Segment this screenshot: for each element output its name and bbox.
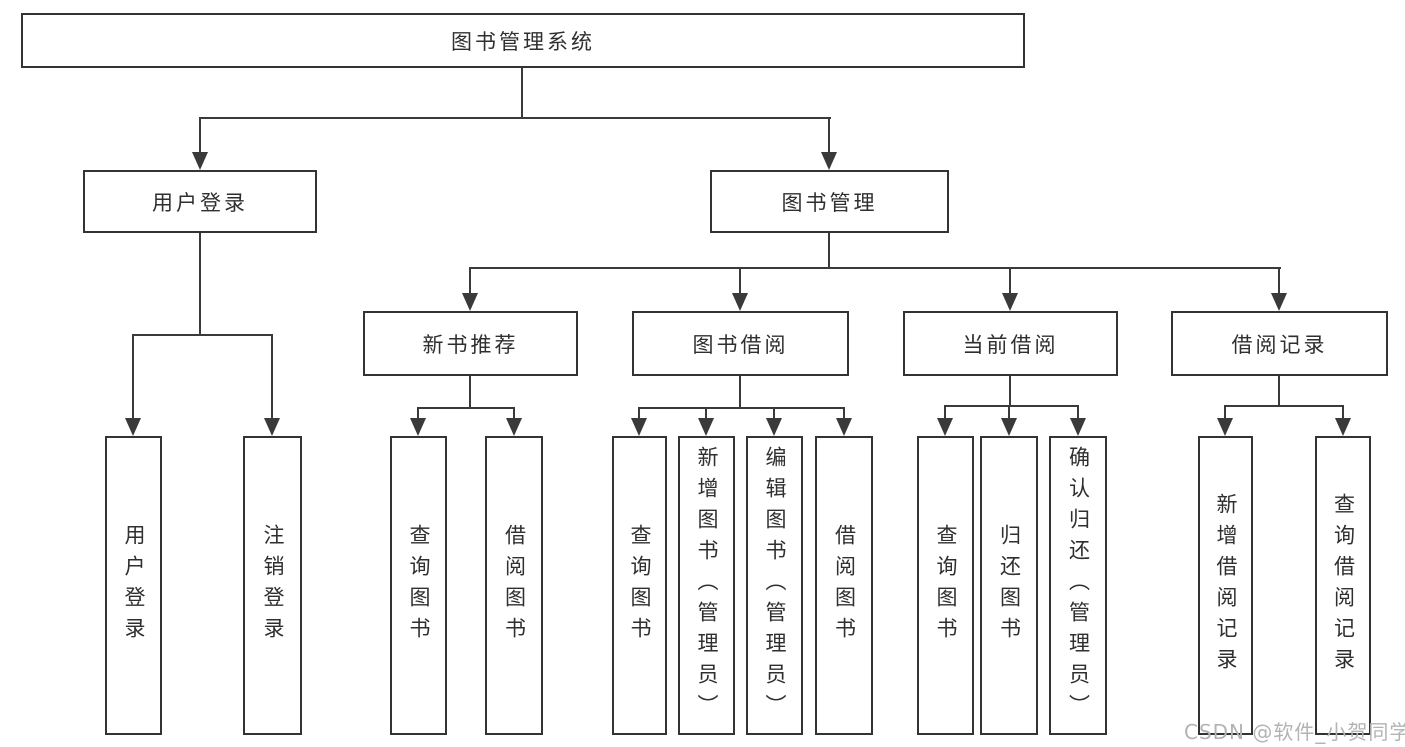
arrowhead-down-icon <box>631 418 647 436</box>
node-leaf-logout: 注销登录 <box>243 436 302 735</box>
node-leaf-add-borrow-record: 新增借阅记录 <box>1198 436 1253 735</box>
connector-line <box>521 68 523 118</box>
connector-line <box>469 376 471 408</box>
node-leaf-borrow-book-recommend: 借阅图书 <box>485 436 543 735</box>
node-label: 注销登录 <box>261 523 285 648</box>
arrowhead-down-icon <box>264 418 280 436</box>
node-label: 归还图书 <box>997 523 1022 648</box>
watermark: CSDN @软件_小贺同学 <box>1184 720 1405 744</box>
node-label: 借阅图书 <box>502 523 527 648</box>
node-label: 新书推荐 <box>422 332 519 357</box>
node-leaf-query-borrow-record: 查询借阅记录 <box>1315 436 1371 735</box>
node-label: 借阅记录 <box>1231 332 1328 357</box>
connector-line <box>828 117 830 152</box>
connector-line <box>944 405 946 418</box>
node-label: 用户登录 <box>152 190 248 215</box>
arrowhead-down-icon <box>1070 418 1086 436</box>
connector-line <box>638 407 845 409</box>
arrowhead-down-icon <box>410 418 426 436</box>
arrowhead-down-icon <box>462 293 478 311</box>
node-label: 确认归还（管理员） <box>1066 446 1091 725</box>
node-label: 当前借阅 <box>962 332 1059 357</box>
node-new-book-recommend: 新书推荐 <box>363 311 578 376</box>
arrowhead-down-icon <box>698 418 714 436</box>
node-root: 图书管理系统 <box>21 13 1025 68</box>
connector-line <box>469 267 1281 269</box>
arrowhead-down-icon <box>125 418 141 436</box>
node-leaf-edit-book-admin: 编辑图书（管理员） <box>746 436 803 735</box>
node-label: 查询借阅记录 <box>1331 492 1356 679</box>
arrowhead-down-icon <box>1335 418 1351 436</box>
node-label: 查询图书 <box>407 523 431 648</box>
node-label: 图书借阅 <box>692 332 789 357</box>
node-label: 图书管理 <box>781 190 878 215</box>
node-borrow-records: 借阅记录 <box>1171 311 1388 376</box>
node-label: 查询图书 <box>628 523 652 648</box>
node-root-label: 图书管理系统 <box>451 29 595 54</box>
connector-line <box>773 407 775 418</box>
node-label: 新增借阅记录 <box>1214 492 1238 679</box>
connector-line <box>417 407 515 409</box>
node-label: 查询图书 <box>934 523 958 648</box>
connector-line <box>705 407 707 418</box>
node-book-management: 图书管理 <box>710 170 949 233</box>
connector-line <box>638 407 640 418</box>
arrowhead-down-icon <box>1217 418 1233 436</box>
node-current-borrow: 当前借阅 <box>903 311 1118 376</box>
connector-line <box>417 407 419 418</box>
node-book-borrow: 图书借阅 <box>632 311 849 376</box>
arrowhead-down-icon <box>1271 293 1287 311</box>
connector-line <box>1224 405 1226 418</box>
arrowhead-down-icon <box>821 152 837 170</box>
connector-line <box>271 334 273 418</box>
node-label: 新增图书（管理员） <box>695 446 719 725</box>
node-label: 编辑图书（管理员） <box>763 446 787 725</box>
arrowhead-down-icon <box>506 418 522 436</box>
node-leaf-return-book: 归还图书 <box>980 436 1038 735</box>
arrowhead-down-icon <box>192 152 208 170</box>
node-label: 借阅图书 <box>832 523 857 648</box>
node-user-login-group: 用户登录 <box>83 170 317 233</box>
connector-line <box>944 405 1079 407</box>
connector-line <box>1009 267 1011 293</box>
arrowhead-down-icon <box>732 293 748 311</box>
connector-line <box>132 334 273 336</box>
arrowhead-down-icon <box>766 418 782 436</box>
node-leaf-borrow-book: 借阅图书 <box>815 436 873 735</box>
connector-line <box>843 407 845 418</box>
connector-line <box>1224 405 1344 407</box>
arrowhead-down-icon <box>1002 293 1018 311</box>
connector-line <box>199 117 831 119</box>
connector-line <box>469 267 471 293</box>
arrowhead-down-icon <box>937 418 953 436</box>
connector-line <box>739 376 741 408</box>
node-leaf-confirm-return-admin: 确认归还（管理员） <box>1049 436 1107 735</box>
connector-line <box>1008 405 1010 418</box>
connector-line <box>199 233 201 335</box>
node-leaf-query-book-recommend: 查询图书 <box>390 436 447 735</box>
connector-line <box>199 117 201 152</box>
connector-line <box>828 233 830 268</box>
connector-line <box>739 267 741 293</box>
arrowhead-down-icon <box>1001 418 1017 436</box>
node-leaf-query-book-current: 查询图书 <box>917 436 974 735</box>
connector-line <box>132 334 134 418</box>
arrowhead-down-icon <box>836 418 852 436</box>
connector-line <box>1077 405 1079 418</box>
node-leaf-add-book-admin: 新增图书（管理员） <box>678 436 735 735</box>
connector-line <box>1342 405 1344 418</box>
node-leaf-user-login: 用户登录 <box>105 436 162 735</box>
node-label: 用户登录 <box>122 523 146 648</box>
connector-line <box>1278 267 1280 293</box>
node-leaf-query-book-borrow: 查询图书 <box>612 436 667 735</box>
connector-line <box>513 407 515 418</box>
connector-line <box>1009 376 1011 406</box>
connector-line <box>1278 376 1280 406</box>
